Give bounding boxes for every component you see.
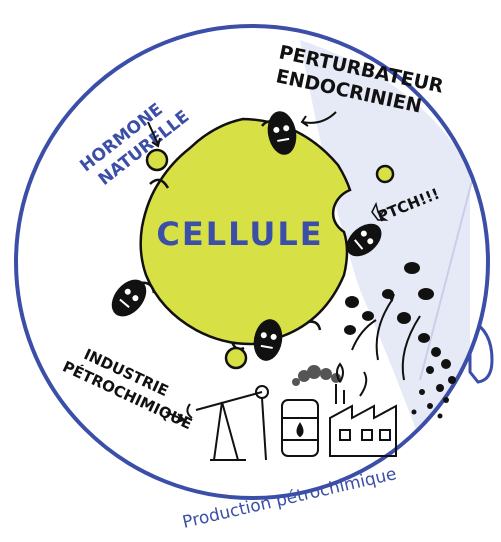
- magnifying-glass-icon: [14, 24, 490, 500]
- pollution-particles-icon: [344, 262, 456, 419]
- disruptor-molecule-icon: [111, 111, 382, 361]
- industry-arrow: [165, 411, 186, 423]
- cell-label: CELLULE: [156, 215, 323, 253]
- factory-icon: [329, 362, 397, 457]
- hormone-arrow: [147, 121, 161, 148]
- oil-pump-icon: [186, 385, 269, 461]
- motion-lines: [351, 293, 421, 381]
- hormone-molecule-icon: [145, 148, 395, 370]
- barrel-icon: [281, 399, 319, 457]
- impact-star-icon: [371, 201, 389, 221]
- smoke-cloud-icon: [292, 365, 341, 386]
- disruptor-arrow: [300, 111, 337, 127]
